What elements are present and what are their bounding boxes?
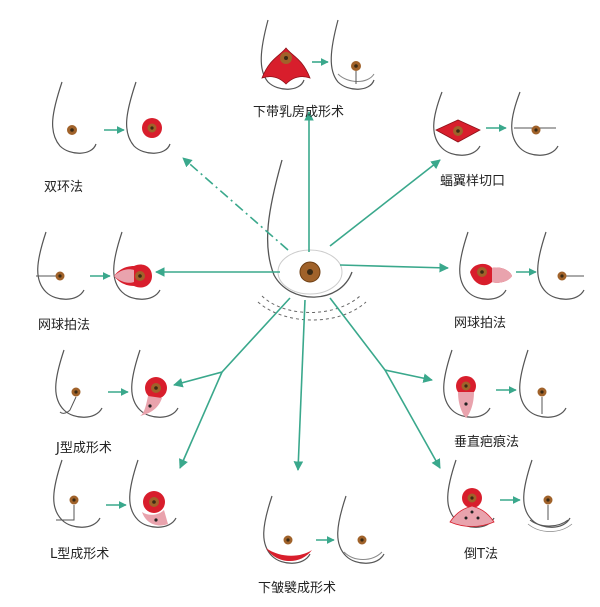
arrow-top-left [182,157,289,251]
arrows [155,111,449,471]
technique-double-ring [52,81,171,154]
label-top-left: 双环法 [44,180,84,195]
label-mid-left: 网球拍法 [38,318,91,333]
label-top: 下带乳房成形术 [253,105,345,120]
label-inverted-t: 倒T法 [464,547,498,562]
label-j: J型成形术 [56,441,112,456]
arrow-vertical [329,297,433,383]
arrow-t [384,369,441,469]
label-mid-right: 网球拍法 [454,316,507,331]
label-vertical: 垂直疤痕法 [454,435,520,450]
arrow-bottom [293,299,306,471]
arrow-j [173,297,291,388]
center-breast [257,159,367,321]
label-top-right: 蝠翼样切口 [440,174,506,189]
technique-top [260,19,375,90]
technique-j [55,349,179,418]
arrow-top-right [329,159,441,247]
technique-batwing [433,91,559,156]
technique-vertical [443,349,567,418]
arrow-mid-right [339,262,449,273]
technique-racquet-right [459,231,585,300]
arrow-l [179,371,223,469]
label-l: L型成形术 [50,547,110,562]
technique-inframammary [263,495,385,564]
technique-l [53,459,177,528]
technique-inverted-t [447,459,573,532]
technique-racquet-left [36,231,161,300]
label-bottom: 下皱襞成形术 [258,581,337,596]
